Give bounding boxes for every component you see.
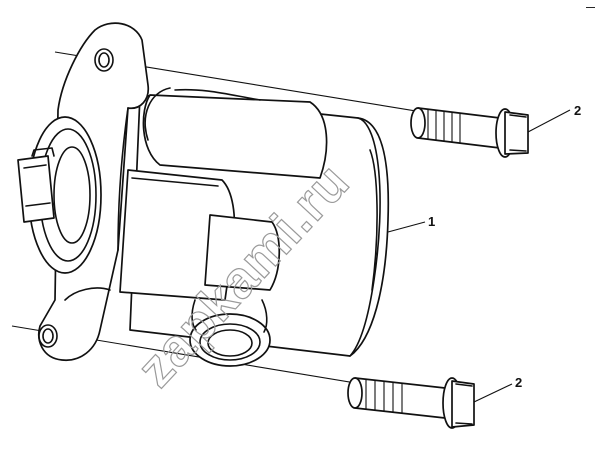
outlet-fitting [119,169,281,367]
drive-hub [17,116,102,274]
callout-2-bottom: 2 [515,375,522,390]
corner-mark: — [586,2,595,12]
bolt-top [410,107,529,158]
callout-1: 1 [428,214,435,229]
callout-2-top: 2 [574,103,581,118]
bolt-bottom [347,377,475,429]
leader-lines [387,109,571,403]
